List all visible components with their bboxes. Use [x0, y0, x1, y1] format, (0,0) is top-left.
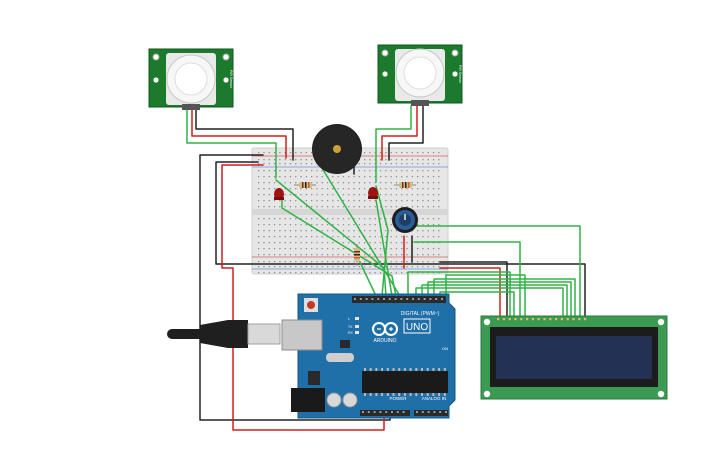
wire-pir-right-out — [375, 105, 412, 183]
lcd-display — [480, 315, 668, 400]
potentiometer — [392, 207, 418, 233]
wire-gnd-rail — [215, 161, 586, 319]
wire-pir2-sig — [375, 185, 389, 297]
pir-sensor-right: PIR Sensor — [377, 44, 463, 106]
wire-led2 — [375, 199, 393, 297]
l-label: L — [348, 317, 350, 321]
wire-res — [359, 261, 377, 297]
tx-label: TX — [348, 325, 353, 329]
piezo-buzzer — [312, 124, 362, 174]
on-label: ON — [442, 346, 448, 351]
wires — [186, 105, 586, 431]
wire-pir-left-gnd — [195, 109, 294, 161]
arduino-uno: UNO ARDUINO DIGITAL (PWM~) POWER ANALOG … — [281, 293, 456, 419]
analog-label: ANALOG IN — [422, 396, 447, 401]
wire-pot-lcd — [413, 225, 581, 319]
arduino-model: UNO — [406, 322, 428, 333]
wire-pot-lcd2 — [413, 241, 521, 319]
wire-5v-lcd — [439, 267, 501, 319]
arduino-brand: ARDUINO — [373, 338, 396, 344]
pir-sensor-left: PIR Sensor — [148, 48, 234, 110]
resistor-right — [394, 182, 416, 188]
resistor-left — [294, 182, 316, 188]
arduino-logo — [372, 322, 398, 336]
wire-5v-long — [221, 164, 385, 431]
digital-label: DIGITAL (PWM~) — [401, 311, 440, 317]
wire-pir-left-vcc — [191, 109, 287, 159]
wire-pir-right-vcc — [381, 105, 418, 161]
led-left — [274, 188, 284, 200]
led-right — [368, 187, 378, 199]
pir-right-label: PIR Sensor — [458, 65, 462, 84]
power-label: POWER — [389, 396, 407, 401]
rx-label: RX — [348, 331, 354, 335]
resistor-lower — [354, 244, 360, 266]
wire-gnd-lcd — [439, 261, 508, 319]
wire-buzzer — [321, 167, 401, 297]
usb-cable — [167, 320, 281, 348]
wire-pir-left-out — [186, 109, 277, 179]
pir-left-label: PIR Sensor — [229, 70, 233, 89]
wire-pir-right-gnd — [388, 105, 424, 161]
